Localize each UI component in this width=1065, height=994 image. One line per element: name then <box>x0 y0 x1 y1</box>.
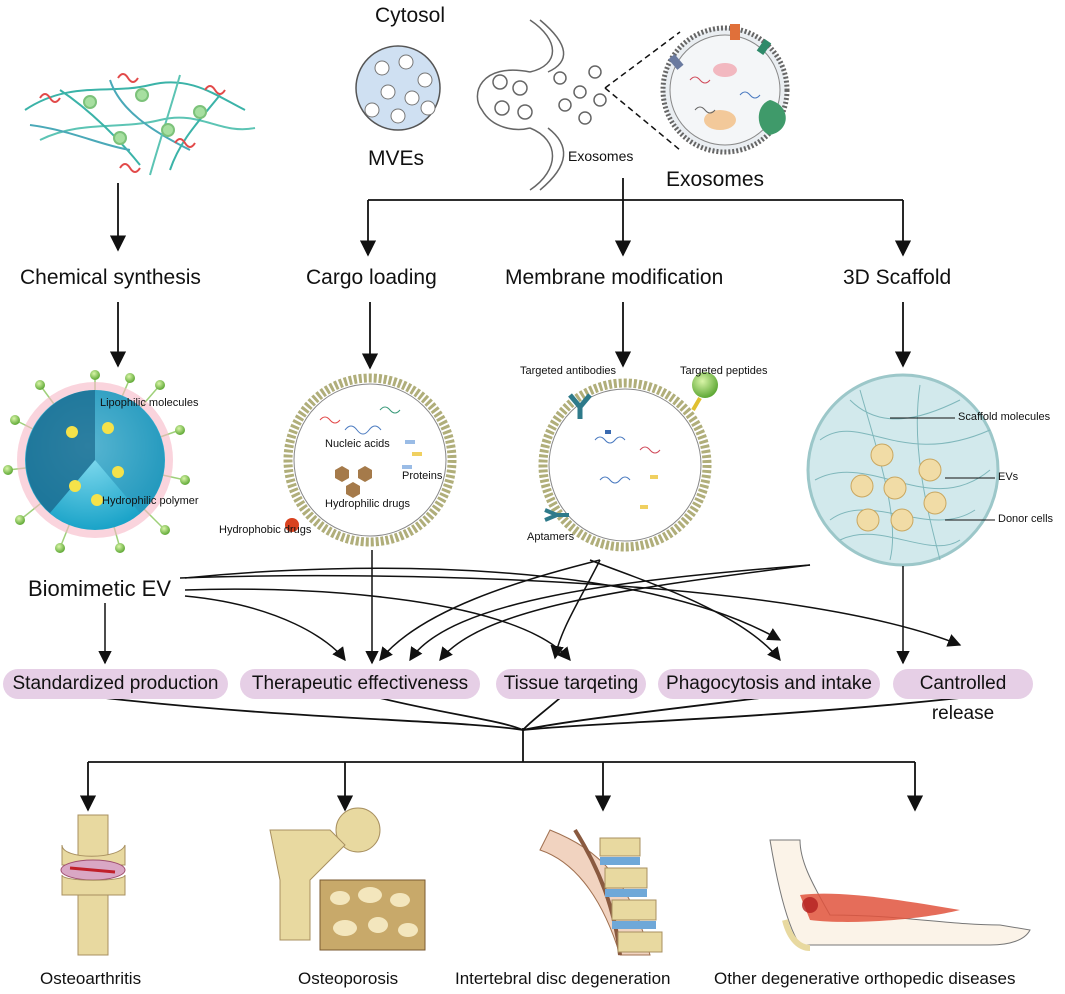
cytosol-label: Cytosol <box>375 4 446 27</box>
biomimetic-ev-label: Biomimetic EV <box>28 576 172 601</box>
donor-cells-label: Donor cells <box>998 513 1054 525</box>
polymer-network-icon <box>24 73 256 176</box>
disease-osteoporosis: Osteoporosis <box>298 969 399 988</box>
nucleic-acids-label: Nucleic acids <box>325 438 390 450</box>
disease-osteoarthritis: Osteoarthritis <box>40 969 142 988</box>
disease-disc-degeneration: Intertebral disc degeneration <box>455 969 671 988</box>
cross-arrows <box>98 550 962 665</box>
biomimetic-ev-icon <box>3 370 190 553</box>
femur-bone-icon <box>269 807 426 951</box>
disease-connectors <box>79 697 961 812</box>
knee-joint-icon <box>60 814 126 956</box>
outcome-therapeutic-effectiveness: Therapeutic effectiveness <box>240 669 480 699</box>
hydrophilic-polymer-label: Hydrophilic polymer <box>102 495 199 507</box>
hydrophobic-drugs-label: Hydrophobic drugs <box>219 524 312 536</box>
membrane-modified-ev-icon <box>538 372 718 552</box>
cargo-loading-label: Cargo loading <box>306 266 437 289</box>
top-connectors <box>109 178 912 370</box>
scaffold-icon <box>806 373 1000 567</box>
outcome-phagocytosis-intake: Phagocytosis and intake <box>658 669 880 699</box>
hydrophilic-drugs-label: Hydrophilic drugs <box>325 498 410 510</box>
scaffold-molecules-label: Scaffold molecules <box>958 411 1051 423</box>
scaffold-label: 3D Scaffold <box>843 266 952 289</box>
mves-label: MVEs <box>368 147 425 170</box>
mve-icon <box>355 45 441 131</box>
exosomes-large-label: Exosomes <box>666 168 765 191</box>
elbow-arm-icon <box>769 839 1031 951</box>
outcome-tissue-targeting: Tissue tarqeting <box>496 669 646 699</box>
exosomes-small-label: Exosomes <box>568 148 634 164</box>
exosome-secretion-icon <box>476 19 681 191</box>
lipophilic-label: Lipophilic molecules <box>100 397 199 409</box>
spine-icon <box>539 828 663 956</box>
targeted-antibodies-label: Targeted antibodies <box>520 365 617 377</box>
evs-label: EVs <box>998 471 1019 483</box>
membrane-modification-label: Membrane modification <box>505 266 724 289</box>
targeted-peptides-label: Targeted peptides <box>680 365 768 377</box>
outcome-controlled-release: Cantrolled release <box>893 669 1033 724</box>
aptamers-label: Aptamers <box>527 531 575 543</box>
exosome-detail-icon <box>660 24 790 155</box>
disease-other-orthopedic: Other degenerative orthopedic diseases <box>714 969 1016 988</box>
cargo-loading-ev-icon <box>283 373 457 547</box>
outcome-standardized-production: Standardized production <box>3 669 228 699</box>
chemical-synthesis-label: Chemical synthesis <box>20 266 201 289</box>
proteins-label: Proteins <box>402 470 443 482</box>
